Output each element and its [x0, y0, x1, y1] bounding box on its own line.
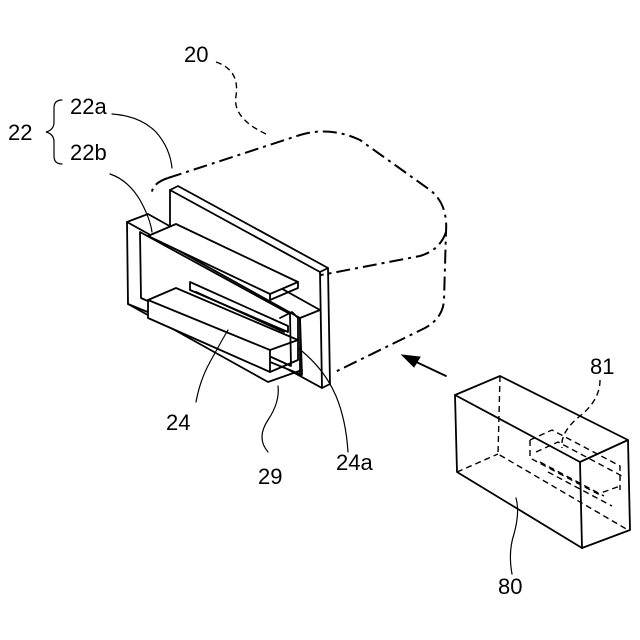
label-20: 20 [184, 42, 208, 67]
label-81: 81 [590, 354, 614, 379]
label-29: 29 [258, 464, 282, 489]
label-24a: 24a [336, 450, 373, 475]
label-80: 80 [498, 574, 522, 599]
label-24: 24 [166, 410, 190, 435]
element-81 [530, 430, 622, 506]
bracket-22 [46, 100, 62, 164]
block-80 [455, 376, 630, 548]
insertion-arrow [402, 355, 446, 376]
label-22a: 22a [70, 94, 107, 119]
label-22: 22 [8, 120, 32, 145]
label-22b: 22b [70, 140, 107, 165]
